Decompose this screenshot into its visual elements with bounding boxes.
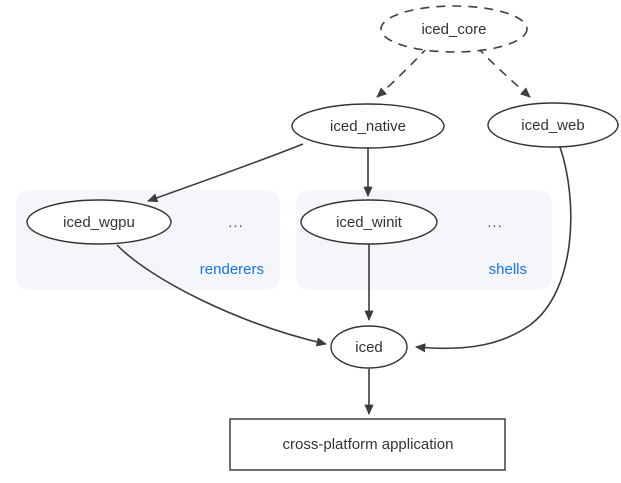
node-iced-web[interactable]: iced_web [487, 102, 619, 148]
node-iced-core[interactable]: iced_core [380, 5, 528, 53]
cluster-shells-ellipsis: ... [487, 214, 503, 231]
node-iced-winit-shape[interactable] [300, 199, 438, 245]
node-iced-winit-label: iced_winit [336, 214, 403, 231]
node-cross-platform-application-label: cross-platform application [283, 436, 454, 453]
node-iced[interactable]: iced [330, 325, 408, 369]
cluster-renderers-ellipsis: ... [228, 214, 244, 231]
node-iced-wgpu-shape[interactable] [26, 199, 172, 245]
cluster-shells-label: shells [489, 261, 527, 278]
node-cross-platform-application-shape[interactable] [229, 418, 506, 471]
node-iced-wgpu-label: iced_wgpu [63, 214, 135, 231]
node-iced-label: iced [355, 339, 383, 356]
edge-iced-native-to-iced-wgpu [147, 143, 304, 203]
node-iced-native-label: iced_native [330, 118, 406, 135]
node-iced-native-shape[interactable] [291, 103, 445, 149]
cluster-renderers-label: renderers [200, 261, 264, 278]
node-cross-platform-application[interactable]: cross-platform application [229, 418, 506, 471]
node-iced-web-shape[interactable] [487, 102, 619, 148]
node-iced-web-label: iced_web [521, 117, 584, 134]
edge-iced-core-to-iced-native [376, 46, 429, 98]
edge-iced-core-to-iced-web [476, 46, 531, 98]
node-iced-native[interactable]: iced_native [291, 103, 445, 149]
node-iced-core-label: iced_core [421, 21, 486, 38]
edge-iced-web-to-iced [414, 146, 572, 353]
node-iced-core-shape[interactable] [380, 5, 528, 53]
edge-iced-wgpu-to-iced [116, 244, 328, 347]
node-iced-winit[interactable]: iced_winit [300, 199, 438, 245]
node-iced-shape[interactable] [330, 325, 408, 369]
node-iced-wgpu[interactable]: iced_wgpu [26, 199, 172, 245]
